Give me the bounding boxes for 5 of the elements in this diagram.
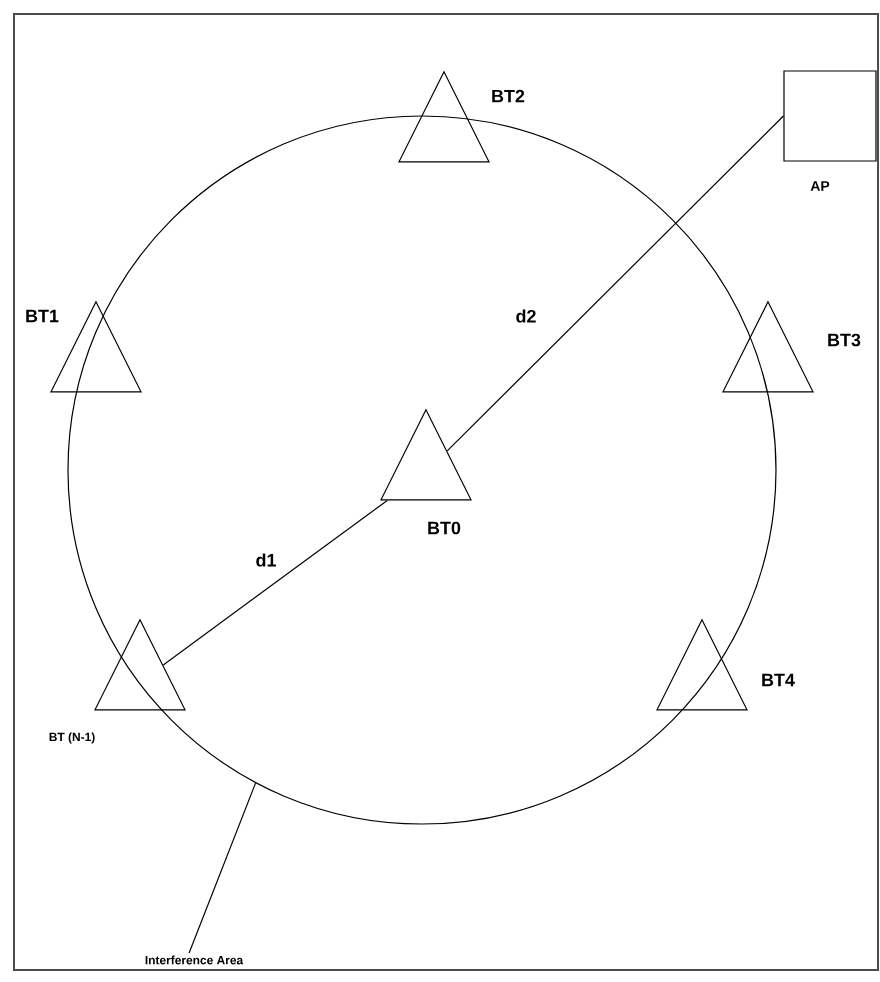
- distance-line: [446, 115, 784, 452]
- distance-line: [162, 499, 388, 666]
- edge-label: d1: [253, 551, 279, 569]
- leader-line: [188, 782, 257, 954]
- edge-label: d2: [513, 307, 539, 325]
